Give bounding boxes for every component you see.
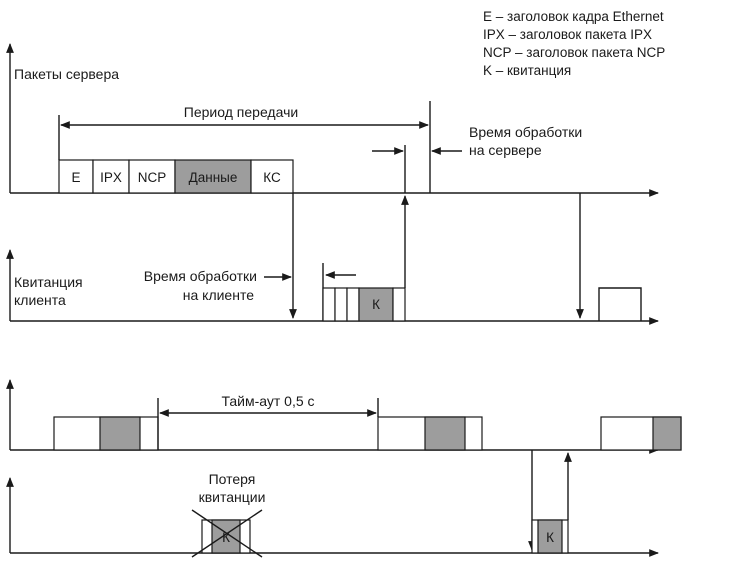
packet-field-checksum-label: КС (263, 170, 281, 185)
server-packet-3 (600, 416, 682, 451)
legend-ipx: IPX – заголовок пакета IPX (483, 27, 652, 42)
client-ack-packet: К (322, 287, 406, 322)
server-axis-label: Пакеты сервера (14, 66, 119, 82)
client-processing-label-line1: Время обработки (144, 268, 257, 284)
server-packet: E IPX NCP Данные КС (58, 159, 294, 194)
packet-1-data (99, 416, 141, 451)
packet-field-ncp-label: NCP (138, 170, 167, 185)
legend-k: K – квитанция (483, 63, 571, 78)
legend-ncp: NCP – заголовок пакета NCP (483, 45, 665, 60)
legend: E – заголовок кадра Ethernet IPX – загол… (483, 9, 665, 78)
packet-field-data (174, 159, 252, 194)
client-axis-label-line1: Квитанция (14, 274, 83, 290)
packet-field-e-label: E (71, 170, 80, 185)
lost-ack-label: К (222, 530, 230, 545)
server-processing-label-line1: Время обработки (469, 124, 582, 140)
ack-field-1 (322, 287, 336, 322)
client-axis-label-line2: клиента (14, 292, 66, 308)
ack-field-2 (334, 287, 348, 322)
ack-2-label: К (546, 530, 554, 545)
packet-field-ipx (92, 159, 130, 194)
server-packet-1 (53, 416, 159, 451)
loss-label-line2: квитанции (199, 489, 266, 505)
next-client-packet (598, 287, 642, 321)
packet-2-data (424, 416, 466, 451)
ack-field-checksum (392, 287, 406, 322)
lost-ack-k (211, 519, 241, 554)
packet-field-data-label: Данные (189, 170, 238, 185)
timeout-label: Тайм-аут 0,5 с (221, 393, 314, 409)
ack-2-k (537, 519, 563, 554)
packet-field-ipx-label: IPX (100, 170, 122, 185)
server-packet-2 (377, 416, 483, 451)
packet-field-checksum (250, 159, 294, 194)
transfer-period-label: Период передачи (184, 104, 298, 120)
lost-ack-cross-2 (191, 509, 263, 558)
client-ack-packet-2: К (531, 519, 569, 554)
loss-label-line1: Потеря (209, 471, 256, 487)
lost-ack-packet: К (191, 509, 263, 558)
diagram-2: Тайм-аут 0,5 с Потеря квитанции К К (6, 379, 682, 558)
server-processing-label-line2: на сервере (469, 142, 542, 158)
ack-label: К (372, 297, 380, 312)
packet-field-ncp (128, 159, 176, 194)
packet-3-data (652, 416, 682, 451)
legend-e: E – заголовок кадра Ethernet (483, 9, 664, 24)
ack-field-k (358, 287, 394, 322)
diagram-1: Пакеты сервера Квитанция клиента Период … (6, 43, 659, 325)
ack-field-3 (346, 287, 360, 322)
client-processing-label-line2: на клиенте (183, 287, 254, 303)
